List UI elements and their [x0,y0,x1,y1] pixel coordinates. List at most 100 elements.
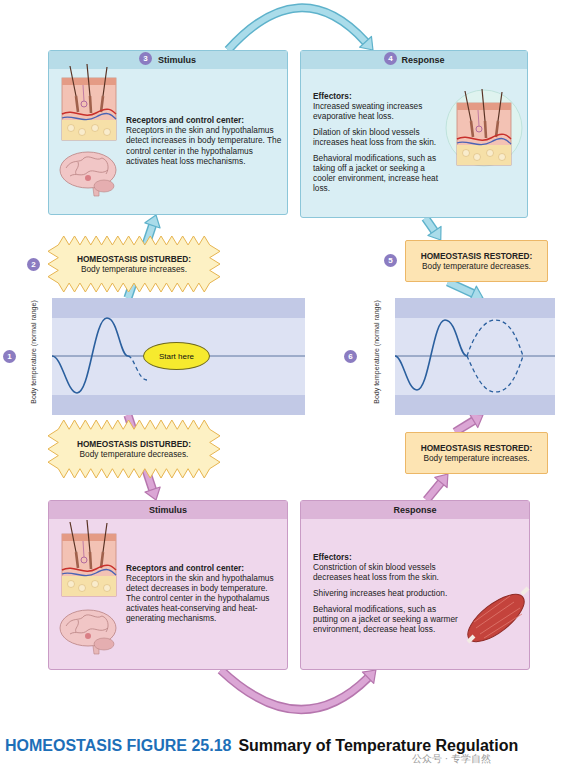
panel-text: Shivering increases heat production. [313,588,463,598]
panel-text: Behavioral modifications, such as puttin… [313,604,463,634]
arrow-head [145,487,160,500]
callout-number: 1 [3,350,16,363]
arrow-body [455,421,474,432]
panel-text: Constriction of skin blood vessels decre… [313,562,463,582]
arrow-body [221,670,368,710]
connector-arrow [228,8,373,50]
temperature-wave [52,318,128,393]
arrow-outline [427,482,441,500]
starburst-text: HOMEOSTASIS DISTURBED:Body temperature d… [65,430,203,467]
panel-body: Receptors and control center:Receptors i… [126,71,284,210]
status-heading: HOMEOSTASIS DISTURBED: [77,439,191,449]
caption-text: Summary of Temperature Regulation [238,737,518,754]
connector-arrow [455,414,483,432]
temperature-wave-dashed [467,320,523,392]
connector-arrow [221,670,376,710]
graph-outer-band [395,298,555,415]
panel-body: Effectors:Increased sweating increases e… [313,71,448,213]
restored-box: HOMEOSTASIS RESTORED:Body temperature de… [405,240,548,282]
status-text: Body temperature increases. [81,264,187,274]
panel-heading: Stimulus [67,51,287,69]
figure-number: HOMEOSTASIS FIGURE 25.18 [5,737,231,754]
response-box: ResponseEffectors:Increased sweating inc… [300,50,528,218]
starburst-shape [48,236,220,292]
callout-number: 5 [384,254,397,267]
skin-illustration [457,89,511,165]
arrow-body [448,282,473,293]
temperature-wave [395,320,467,390]
panel-subheading: Receptors and control center: [126,115,284,125]
status-text: Body temperature decreases. [422,261,531,271]
arrow-outline [221,670,368,710]
arrow-body [425,218,434,231]
arrow-head [469,414,483,428]
muscle [461,586,532,650]
panel-text: Behavioral modifications, such as taking… [313,153,448,193]
skin-illustration [62,64,116,140]
panel-header: Stimulus [49,501,287,519]
response-box: ResponseEffectors:Constriction of skin b… [300,500,530,670]
tendon [468,588,528,642]
panel-text: Dilation of skin blood vessels increases… [313,127,448,147]
axis-label: Body temperature (normal range) [30,297,38,407]
stimulus-box: StimulusReceptors and control center:Rec… [48,500,288,670]
brain-illustration [60,610,116,654]
status-heading: HOMEOSTASIS RESTORED: [421,251,533,261]
panel-body: Receptors and control center:Receptors i… [126,521,284,665]
callout-number: 4 [384,52,397,65]
status-text: Body temperature increases. [423,453,529,463]
muscle-illustration [461,586,532,650]
panel-header: Stimulus [49,51,287,69]
caption-block: HOMEOSTASIS FIGURE 25.18 Summary of Tempe… [5,736,545,757]
arrow-head [435,474,448,488]
graph-outer-band [52,298,305,415]
panel-header: Response [301,51,527,69]
graph-normal-band [395,318,555,395]
temperature-graph: Body temperature (normal range)Start her… [52,298,305,415]
callout-number: 6 [344,350,357,363]
set-point-line [395,356,555,357]
skin-inset [446,90,522,166]
arrow-head [362,670,375,683]
muscle-striation [474,596,522,638]
arrow-outline [228,8,366,50]
starburst-text: HOMEOSTASIS DISTURBED:Body temperature i… [65,246,203,282]
arrow-outline [448,282,473,293]
panel-text: Increased sweating increases evaporative… [313,101,448,121]
arrow-head [428,226,441,240]
status-heading: HOMEOSTASIS RESTORED: [421,443,533,453]
panel-text: Receptors in the skin and hypothalamus d… [126,573,284,624]
temperature-graph: Body temperature (normal range) [395,298,555,415]
axis-label: Body temperature (normal range) [373,297,381,407]
panel-heading: Stimulus [49,501,287,519]
graph-plot [395,298,555,415]
panel-body: Effectors:Constriction of skin blood ves… [313,521,463,665]
starburst-shape [48,420,220,478]
arrow-head [360,36,373,50]
brain-illustration [60,152,116,196]
arrow-head [145,215,160,228]
start-oval: Start here [143,342,210,370]
start-label: Start here [159,352,194,361]
callout-number: 3 [139,52,152,65]
panel-subheading: Receptors and control center: [126,563,284,573]
connector-arrow [425,218,441,240]
restored-box: HOMEOSTASIS RESTORED:Body temperature in… [405,432,548,474]
panel-subheading: Effectors: [313,91,448,101]
arrow-body [427,482,441,500]
graph-normal-band [52,318,305,395]
disturbed-starburst: HOMEOSTASIS DISTURBED:Body temperature d… [48,420,220,478]
arrow-body [228,8,366,50]
stimulus-box: StimulusReceptors and control center:Rec… [48,50,288,215]
panel-subheading: Effectors: [313,552,463,562]
connector-arrow [427,474,448,500]
panel-heading: Response [319,51,527,69]
disturbed-starburst: HOMEOSTASIS DISTURBED:Body temperature i… [48,236,220,292]
arrow-outline [425,218,434,231]
watermark: 公众号 · 专学自然 [412,752,491,766]
panel-header: Response [301,501,529,519]
status-text: Body temperature decreases. [80,449,189,459]
